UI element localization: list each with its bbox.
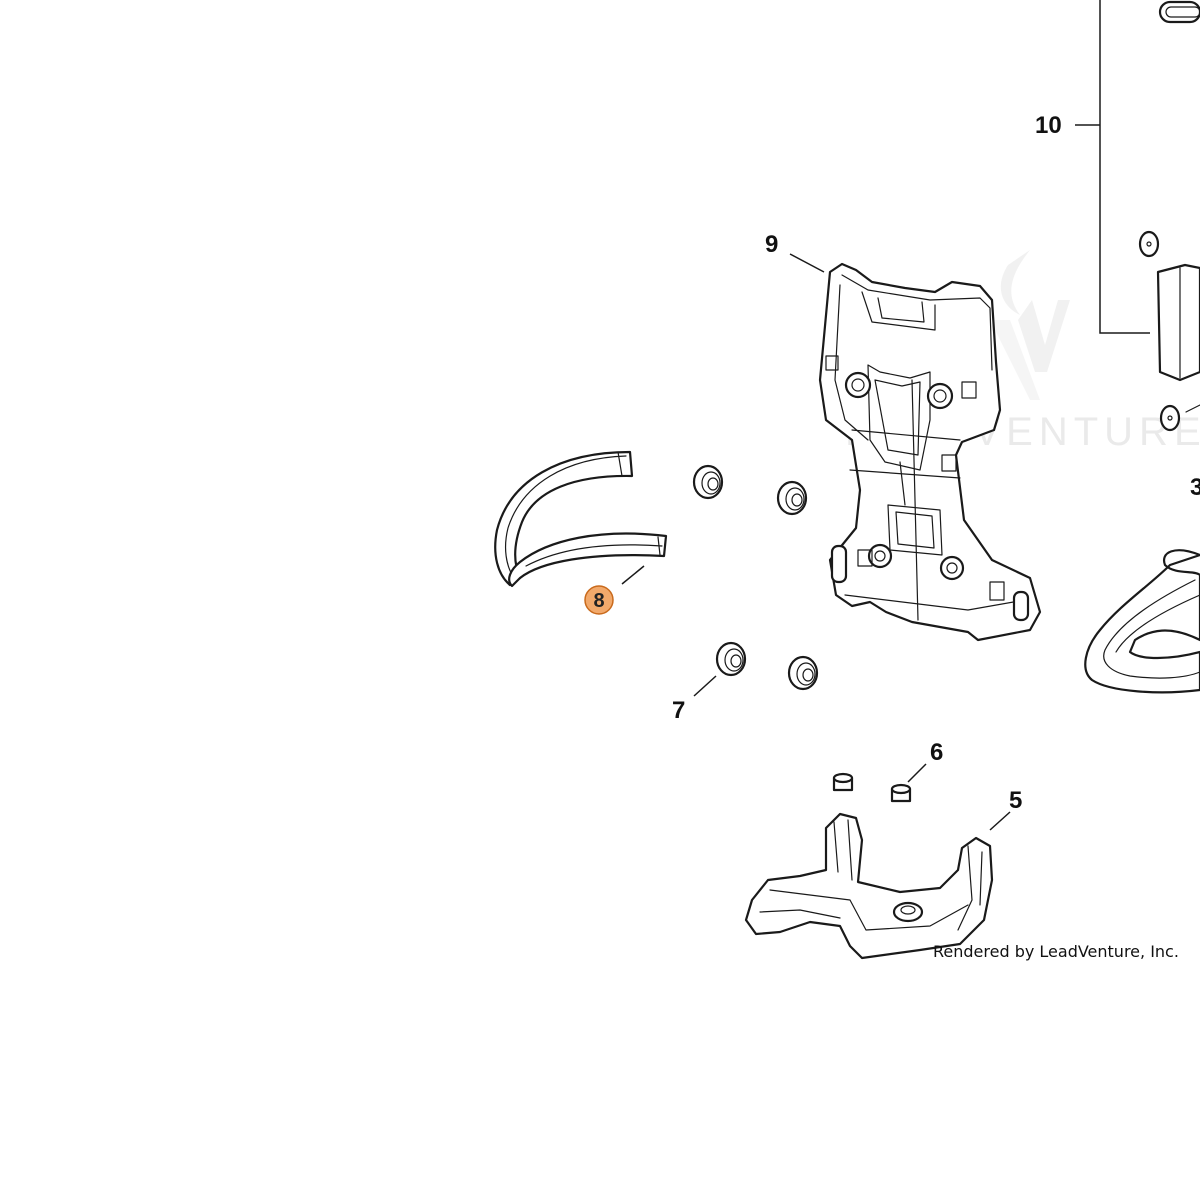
washer-upper [1138,230,1160,258]
part-3-handle [1084,549,1200,694]
callout-8: 8 [593,590,604,612]
part-5-bracket [744,811,1011,960]
grommet-4 [787,655,819,691]
washer-lower [1159,404,1181,432]
part-10-strap-clip [1158,0,1200,24]
grommet-2 [776,480,808,516]
render-credit: Rendered by LeadVenture, Inc. [933,942,1179,961]
part-10-assembly [1075,0,1200,432]
grommet-1 [692,464,724,500]
callout-9: 9 [765,231,778,258]
callout-5: 5 [1009,787,1022,814]
callout-10: 10 [1035,112,1062,139]
grommet-3 [715,641,747,677]
part-7-grommets [692,464,819,697]
part-9-bracket [789,253,1042,642]
callout-3: 3 [1190,474,1200,501]
callout-8-highlight[interactable]: 8 [584,585,614,615]
part-10-plate [1156,263,1200,382]
callout-7: 7 [672,697,685,724]
callout-6: 6 [930,739,943,766]
part-8-rails [494,450,668,588]
part-6-spacers [832,763,927,803]
